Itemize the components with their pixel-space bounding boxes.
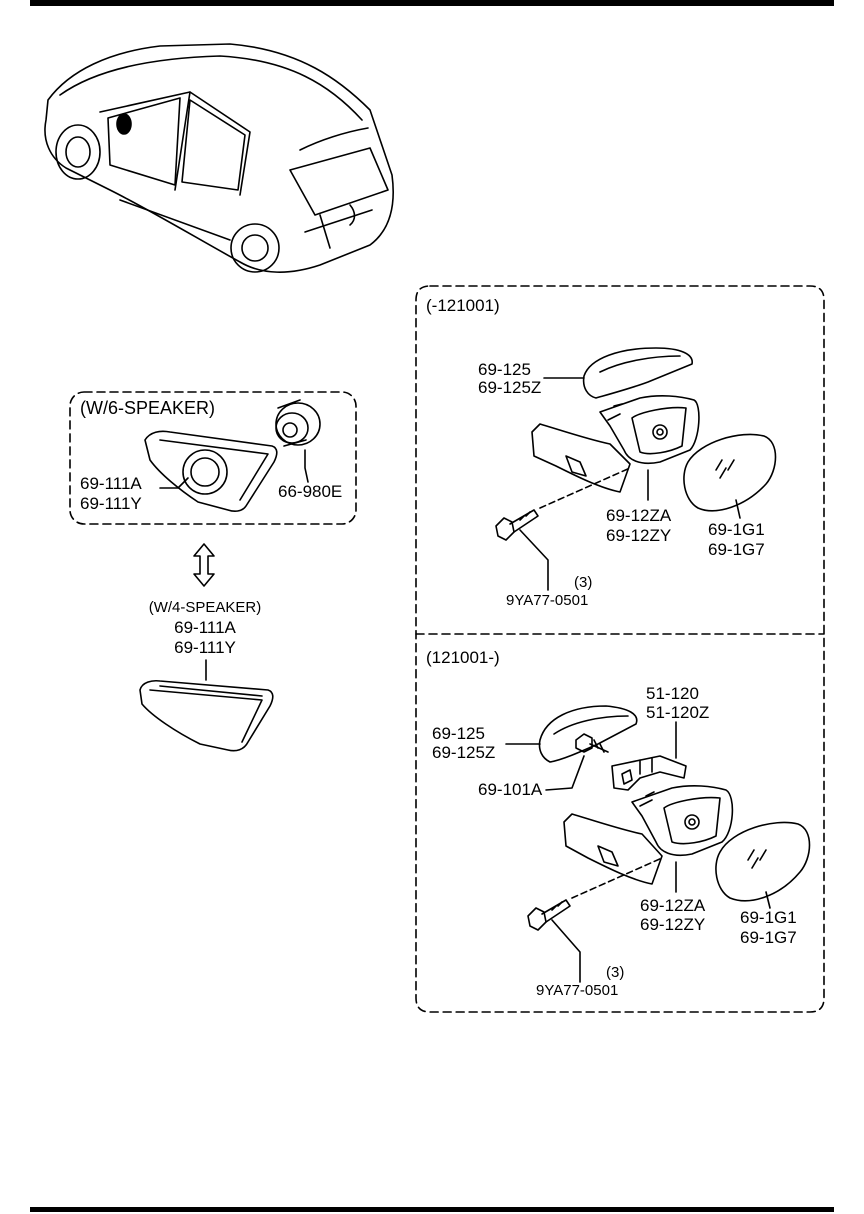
leader-early-bolt [519,529,549,591]
early-cap-drawing [582,347,693,399]
late-bolt-axis [571,857,663,899]
late-bolt-drawing [527,899,571,931]
late-glass-2: 69-1G7 [740,928,797,947]
early-title: (-121001) [426,296,500,315]
late-cap-1: 69-125 [432,724,485,743]
late-bracket-2: 51-120Z [646,703,710,722]
bottom-border [30,1207,834,1212]
late-title: (121001-) [426,648,500,667]
leader-w6-speaker [304,449,309,483]
early-cap-1: 69-125 [478,360,531,379]
late-housing-drawing [563,785,734,885]
late-housing-1: 69-12ZA [640,896,706,915]
early-housing-drawing [531,395,700,493]
leader-late-glass [765,891,771,909]
late-cap-drawing [538,705,638,763]
early-bolt-part: 9YA77-0501 [506,592,589,609]
late-glass-drawing [715,821,811,902]
w6-speaker-drawing [275,399,321,447]
top-border [30,0,834,6]
w6-cover-part-1: 69-111A [80,474,142,493]
early-bolt-qty: (3) [574,574,593,591]
leader-w6-cover [159,477,189,489]
double-arrow-icon [193,543,215,587]
leader-late-bolt [551,919,581,983]
late-glass-1: 69-1G1 [740,908,797,927]
w4-speaker-title: (W/4-SPEAKER) [148,599,262,616]
early-glass-2: 69-1G7 [708,540,765,559]
early-glass-drawing [683,433,777,512]
late-bolt-qty: (3) [606,964,625,981]
late-screw: 69-101A [478,780,543,799]
late-cap-2: 69-125Z [432,743,496,762]
early-bolt-drawing [495,509,539,541]
leader-early-glass [735,499,741,519]
w6-speaker-title: (W/6-SPEAKER) [80,398,216,418]
w6-cover-part-2: 69-111Y [80,494,142,513]
w6-speaker-part: 66-980E [278,482,343,501]
vehicle-illustration [44,43,394,273]
w6-cover-drawing [144,430,278,512]
early-housing-1: 69-12ZA [606,506,672,525]
late-bracket-1: 51-120 [646,684,699,703]
mirror-frame [415,285,825,1013]
late-screw-drawing [575,733,609,753]
early-housing-2: 69-12ZY [606,526,672,545]
w4-cover-part-2: 69-111Y [174,638,236,657]
early-glass-1: 69-1G1 [708,520,765,539]
w6-speaker-box [69,391,357,525]
early-bolt-axis [539,467,631,509]
late-bolt-part: 9YA77-0501 [536,982,619,999]
late-housing-2: 69-12ZY [640,915,706,934]
late-bracket-drawing [611,755,687,791]
early-cap-2: 69-125Z [478,378,542,397]
w4-cover-part-1: 69-111A [174,618,236,637]
leader-late-screw [545,755,585,791]
w4-cover-drawing [139,679,274,752]
